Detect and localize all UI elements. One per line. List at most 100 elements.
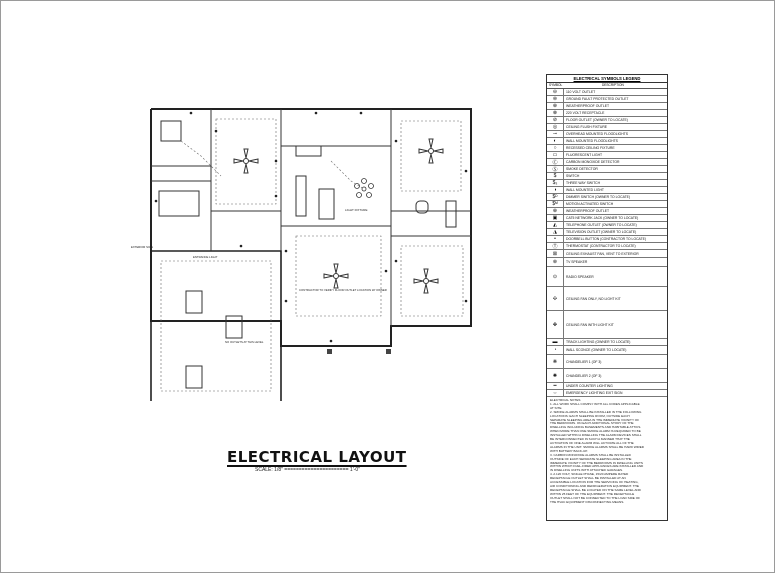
drawing-title: ELECTRICAL LAYOUT (227, 448, 407, 466)
legend-row: ⊕ WEATHERPROOF OUTLET (547, 103, 667, 110)
note-line: 3. CARBON MONOXIDE ALARMS SHALL BE INSTA… (550, 453, 631, 457)
legend-description: TELEVISION OUTLET (OWNER TO LOCATE) (566, 230, 637, 234)
legend-row: ✣CEILING FAN ONLY, NO LIGHT KIT (547, 287, 667, 311)
legend-row: ⊠CEILING EXHAUST FAN, VENT TO EXTERIOR (547, 250, 667, 258)
legend-description: FLOOR OUTLET (OWNER TO LOCATE) (566, 118, 628, 122)
note-line: RECEPTACLE OUTLET SHALL BE INSTALLED AT … (550, 477, 626, 481)
legend-row: ◔ WALL SCONCE (OWNER TO LOCATE) (547, 346, 667, 355)
legend-description: RADIO SPEAKER (566, 274, 594, 279)
floor-plan: LIGHT FIXTURE CONTRACTOR TO VERIFY FLOOR… (131, 108, 472, 401)
legend-description: WALL MOUNTED FLOODLIGHTS (566, 139, 618, 143)
note-line: ALARMS IN THE UNIT. SMOKE ALARMS SHALL B… (550, 445, 645, 449)
legend-description: OVERHEAD MOUNTED FLOODLIGHTS (566, 132, 628, 136)
legend-symbol-icon: ⊜ (552, 96, 558, 102)
legend-row: ⊙ RADIO SPEAKER (547, 267, 667, 287)
note-line: DWELLING INCLUDING BASEMENTS AND HABITAB… (550, 426, 642, 430)
legend-symbol-icon: $ᴰ (552, 194, 558, 200)
legend-symbol-icon: ⊖ (552, 89, 558, 95)
legend-row: ⊘ FLOOR OUTLET (OWNER TO LOCATE) (547, 117, 667, 124)
note-line: IMMEDIATE VICINITY OF THE BEDROOMS IN DW… (550, 461, 643, 465)
legend-description: SWITCH (566, 174, 580, 178)
legend-row: Ⓣ THERMOSTAT (CONTRACTOR TO LOCATE) (547, 243, 667, 250)
legend-description: CEILING FAN WITH LIGHT KIT (566, 322, 614, 327)
legend-description: 110 VOLT OUTLET (566, 90, 596, 94)
note-line: 1. ALL WORK SHALL COMPLY WITH ALL CODES … (550, 402, 640, 406)
legend-symbol-icon: $ᴹ (552, 201, 558, 207)
note-line: 2. SMOKE ALARMS SHALL BE INSTALLED IN TH… (550, 410, 642, 414)
legend-row: ◭ TELEPHONE OUTLET (OWNER TO LOCATE) (547, 222, 667, 229)
legend-description: DIMMER SWITCH (OWNER TO LOCATE) (566, 195, 631, 199)
legend-description: WALL MOUNTED LIGHT (566, 188, 604, 192)
legend-row: ✤CEILING FAN WITH LIGHT KIT (547, 311, 667, 339)
legend-description: DOORBELL BUTTON (CONTRACTOR TO LOCATE) (566, 237, 647, 241)
legend-description: WALL SCONCE (OWNER TO LOCATE) (566, 348, 627, 352)
exterior-note: EXTERIOR SIGN (131, 245, 153, 249)
legend-row: ▭ FLUORESCENT LIGHT (547, 152, 667, 159)
legend-row: ⇔EMERGENCY LIGHTING EXIT SIGN (547, 390, 667, 397)
legend-description: CEILING FLUSH FIXTURE (566, 125, 608, 129)
legend-description: 220 VOLT RECEPTACLE (566, 111, 605, 115)
legend-row: ⊛ TV SPEAKER (547, 258, 667, 267)
legend-symbol-icon: ◔ (553, 347, 557, 353)
legend-symbol-icon: ❋ (552, 358, 558, 365)
note-line: AIR CONDITIONING AND REFRIGERATION EQUIP… (550, 484, 639, 488)
legend-symbol-icon: ⊙ (552, 273, 558, 280)
note-line: INSTALLED WITHIN A DWELLING THE ALARM DE… (550, 434, 642, 438)
legend-symbol-icon: ◮ (553, 229, 557, 235)
note-line: IN DWELLING UNITS WITH ATTACHED GARAGES. (550, 469, 623, 473)
legend-header: SYMBOL DESCRIPTION (547, 83, 667, 89)
legend-symbol-icon: ▣ (552, 215, 558, 221)
legend-row: Ⓒ CARBON MONOXIDE DETECTOR (547, 159, 667, 166)
legend-symbol-icon: ◭ (553, 222, 557, 228)
legend-symbol-icon: $ (553, 173, 557, 179)
legend-col-symbol: SYMBOL (549, 83, 563, 87)
legend-description: FLUORESCENT LIGHT (566, 153, 603, 157)
legend-description: WEATHERPROOF OUTLET (566, 209, 610, 213)
legend-row: ✺CHANDELIER 2 (OF 3) (547, 369, 667, 383)
legend-row: ⊜ GROUND FAULT PROTECTED OUTLET (547, 96, 667, 103)
note-line: RECEPTACLE SHALL BE LOCATED ON THE SAME … (550, 488, 641, 492)
legend-description: THERMOSTAT (CONTRACTOR TO LOCATE) (566, 244, 636, 248)
legend-symbol-icon: ⊕ (552, 103, 558, 109)
legend-description: CHANDELIER 2 (OF 3) (566, 373, 602, 378)
legend-symbol-icon: ▭ (552, 152, 558, 158)
note-line: BE INTERCONNECTED IN SUCH A MANNER THAT … (550, 438, 630, 442)
legend-description: THREE WAY SWITCH (566, 181, 601, 185)
note-line: SEPARATE SLEEPING AREA IN THE IMMEDIATE … (550, 418, 640, 422)
legend-row: ○ RECESSED CEILING FIXTURE (547, 145, 667, 152)
legend-symbol-icon: ⊗ (552, 110, 558, 116)
legend-symbol-icon: ◑ (553, 187, 557, 193)
legend-description: TV SPEAKER (566, 260, 588, 264)
legend-symbol-icon: ◐ (553, 138, 557, 144)
legend-row: ⊕WEATHERPROOF OUTLET (547, 208, 667, 215)
legend-row: •DOORBELL BUTTON (CONTRACTOR TO LOCATE) (547, 236, 667, 243)
kitchen-note: LIGHT FIXTURE (345, 208, 367, 212)
legend-description: MOTION ACTIVATED SWITCH (566, 202, 614, 206)
legend-description: RECESSED CEILING FIXTURE (566, 146, 615, 150)
legend-symbol-icon: ⊛ (552, 259, 558, 265)
legend-symbol-icon: ○ (553, 145, 557, 151)
legend-symbol-icon: ⊘ (552, 117, 558, 123)
legend-symbol-icon: ◎ (552, 124, 558, 130)
legend-symbol-icon: ⊸ (552, 131, 558, 137)
legend-symbol-icon: ▬ (552, 339, 558, 345)
legend-symbol-icon: Ⓒ (552, 159, 558, 166)
legend-row: $ SWITCH (547, 173, 667, 180)
legend-description: GROUND FAULT PROTECTED OUTLET (566, 97, 629, 101)
legend-symbol-icon: ━ (553, 383, 557, 389)
note-line: WHEN MORE THAN ONE SMOKE ALARM IS REQUIR… (550, 430, 641, 434)
legend-description: SMOKE DETECTOR (566, 167, 598, 171)
note-line: ELECTRICAL NOTES (550, 399, 581, 402)
note-line: WITHIN WHICH FUEL-FIRED APPLIANCES ARE I… (550, 465, 644, 469)
symbols-legend: ELECTRICAL SYMBOLS LEGEND SYMBOL DESCRIP… (546, 74, 668, 521)
note-line: ACCESSIBLE LOCATION FOR THE SERVICING OF… (550, 481, 639, 485)
legend-description: CARBON MONOXIDE DETECTOR (566, 160, 620, 164)
legend-description: TELEPHONE OUTLET (OWNER TO LOCATE) (566, 223, 637, 227)
legend-symbol-icon: $₃ (552, 180, 558, 186)
legend-symbol-icon: Ⓣ (552, 243, 558, 250)
legend-description: WEATHERPROOF OUTLET (566, 104, 610, 108)
note-line: AT SITE. (550, 406, 563, 410)
legend-rows: ⊖ 110 VOLT OUTLET ⊜ GROUND FAULT PROTECTED … (547, 89, 667, 397)
note-line: WITHIN 25 FEET OF THE EQUIPMENT. THE REC… (550, 492, 635, 496)
